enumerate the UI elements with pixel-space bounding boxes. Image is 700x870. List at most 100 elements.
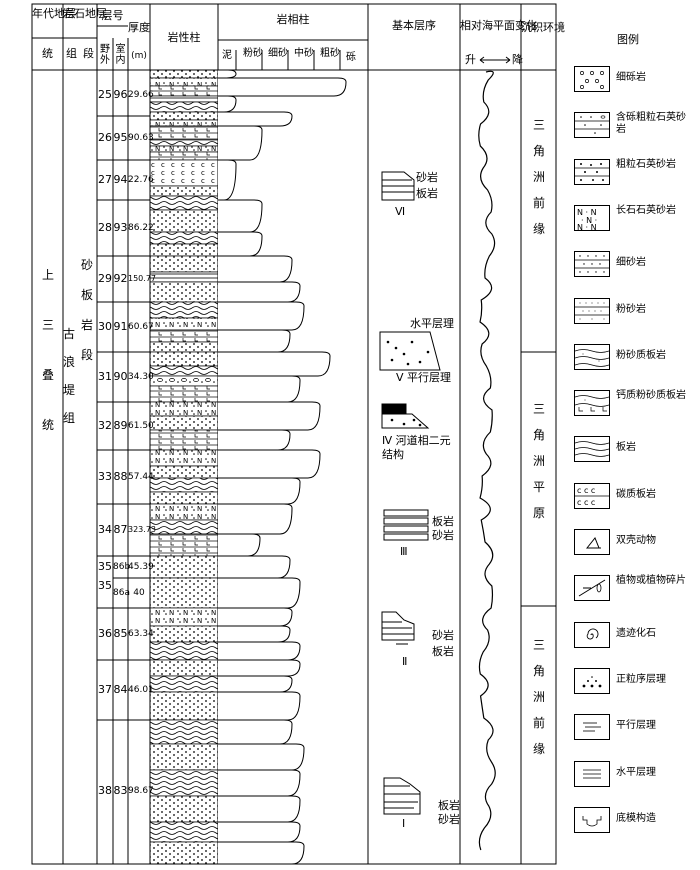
header-haiping: 相对海平面变化 — [460, 19, 537, 32]
layer-thickness: 46.01 — [128, 685, 154, 695]
legend-label: 粉砂质板岩 — [616, 349, 666, 361]
layer-lab-number: 86b — [113, 562, 131, 572]
legend-label: 钙质粉砂质板岩 — [616, 390, 686, 402]
seq5-label-b: Ⅴ 平行层理 — [396, 371, 452, 384]
environment-lower: 三角洲前缘 — [532, 638, 545, 756]
lithology-bed — [149, 691, 219, 721]
layer-field-number: 27 — [98, 173, 112, 186]
seq6-number: Ⅵ — [395, 205, 406, 218]
header-yanxiang: 岩相柱 — [276, 13, 310, 26]
svg-text:c c c: c c c — [577, 498, 595, 507]
seq1-label-a: 板岩 — [438, 799, 460, 812]
sequence-1 — [383, 777, 421, 815]
layer-field-number: 26 — [98, 131, 112, 144]
seq4-label: Ⅳ 河道相二元结构 — [382, 434, 451, 461]
feldspar-quartz-sandstone-icon: N · N· N ·N · N — [574, 204, 610, 231]
sequence-6 — [381, 171, 415, 201]
header-chenji: 沉积环境 — [521, 21, 565, 34]
layer-lab-number: 88 — [113, 470, 128, 483]
layer-thickness: 22.76 — [128, 175, 154, 185]
facies-bed — [218, 795, 301, 823]
sequence-3 — [383, 509, 429, 541]
svg-text:N · N: N · N — [577, 223, 597, 230]
layer-field-number: 38 — [98, 784, 112, 797]
header-sheng: 升 — [465, 53, 476, 66]
grain-fine-sand: 细砂 — [268, 48, 288, 59]
header-yewai: 野外 — [100, 44, 110, 66]
seq6-label-b: 板岩 — [416, 187, 438, 200]
layer-field-number: 28 — [98, 221, 112, 234]
pebbly-quartz-sandstone-icon — [574, 112, 610, 139]
grain-medium-sand: 中砂 — [294, 48, 314, 59]
header-jiang: 降 — [512, 53, 523, 66]
layer-field-number: 29 — [98, 272, 112, 285]
strat-zu: 古浪堤组 — [62, 327, 75, 425]
lithology-bed — [149, 769, 219, 797]
layer-field-number: 31 — [98, 370, 112, 383]
strat-duan: 砂板岩段 — [80, 258, 93, 362]
facies-bed — [218, 159, 237, 201]
layer-thickness: 45.39 — [128, 562, 154, 572]
legend-label: 正粒序层理 — [616, 673, 666, 685]
grain-mud: 泥 — [222, 50, 232, 61]
layer-thickness: 40 — [133, 588, 145, 598]
facies-bed — [218, 449, 321, 479]
svg-text:· N ·: · N · — [581, 216, 597, 225]
grain-coarse-sand: 粗砂 — [320, 48, 340, 59]
facies-bed — [218, 577, 301, 609]
facies-bed — [218, 719, 293, 745]
lithology-bed — [149, 159, 219, 187]
legend-label: 遗迹化石 — [616, 627, 656, 639]
grain-silt: 粉砂 — [243, 48, 263, 59]
svg-text:N · N: N · N — [577, 208, 597, 217]
legend-label: 底模构造 — [616, 812, 656, 824]
facies-bed — [218, 77, 347, 97]
bivalve-icon — [574, 529, 610, 555]
grain-gravel: 砾 — [346, 52, 356, 63]
layer-field-number: 25 — [98, 88, 112, 101]
legend-label: 平行层理 — [616, 720, 656, 732]
legend-label: 细砾岩 — [616, 72, 646, 83]
layer-thickness: 98.67 — [128, 786, 154, 796]
seq2-number: Ⅱ — [402, 655, 408, 668]
legend-label: 含砾粗粒石英砂岩 — [616, 112, 686, 136]
facies-bed — [218, 625, 291, 643]
facies-bed — [218, 429, 291, 451]
layer-field-number: 33 — [98, 470, 112, 483]
facies-bed — [218, 691, 301, 721]
legend-label: 双壳动物 — [616, 535, 656, 546]
facies-bed — [218, 231, 263, 257]
facies-bed — [218, 555, 291, 579]
facies-bed — [218, 477, 301, 505]
header-zu: 组 — [66, 47, 77, 60]
legend-label: 水平层理 — [616, 766, 656, 778]
facies-bed — [218, 255, 293, 283]
layer-field-number: 36 — [98, 627, 112, 640]
layer-field-number: 30 — [98, 320, 112, 333]
layer-lab-number: 90 — [113, 370, 128, 383]
layer-thickness: 34.30 — [128, 372, 154, 382]
layer-lab-number: 91 — [113, 320, 128, 333]
horizontal-bedding-icon — [574, 760, 610, 787]
header-shinei: 室内 — [115, 44, 126, 66]
seq3-number: Ⅲ — [400, 545, 408, 558]
layer-lab-number: 95 — [113, 131, 128, 144]
header-niandai: 年代地层 — [32, 7, 76, 20]
silty-slate-icon — [574, 343, 610, 370]
facies-bed — [218, 841, 305, 865]
facies-bed — [218, 769, 301, 797]
facies-bed — [218, 199, 263, 233]
seq2-label-b: 板岩 — [432, 645, 454, 658]
layer-thickness: 150.77 — [128, 274, 156, 283]
legend-label: 粗粒石英砂岩 — [616, 158, 676, 170]
facies-bed — [218, 607, 293, 627]
svg-text:c c c: c c c — [577, 486, 595, 495]
layer-field-number: 35 — [98, 579, 112, 592]
layer-field-number: 34 — [98, 523, 112, 536]
header-cenghao: 层号 — [101, 9, 124, 22]
facies-bed — [218, 301, 305, 331]
